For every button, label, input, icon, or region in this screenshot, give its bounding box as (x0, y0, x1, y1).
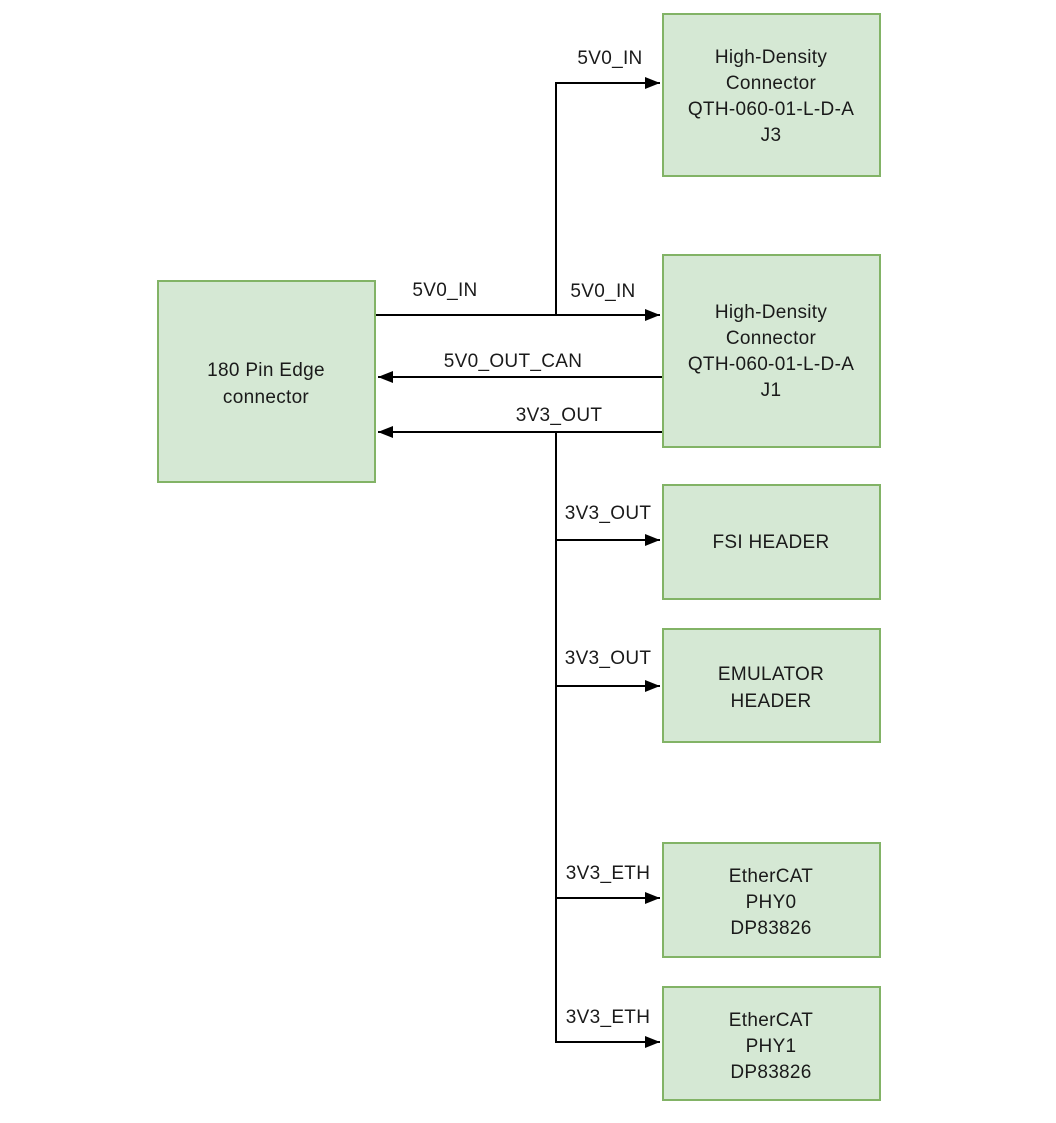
node-j1: High-Density Connector QTH-060-01-L-D-A … (662, 254, 881, 448)
node-j3-label-line3: QTH-060-01-L-D-A (688, 99, 854, 120)
node-j1-label-line1: High-Density (715, 302, 828, 323)
node-ethercat-phy0-label-line3: DP83826 (730, 918, 811, 939)
node-ethercat-phy0-label-line1: EtherCAT (729, 866, 813, 887)
node-emulator-header-label-line2: HEADER (731, 691, 812, 712)
node-ethercat-phy1-box (662, 986, 881, 1101)
node-j3-label-line2: Connector (726, 73, 817, 94)
node-ethercat-phy1-label-line3: DP83826 (730, 1062, 811, 1083)
node-fsi-header-box (662, 484, 881, 600)
node-ethercat-phy1: EtherCAT PHY1 DP83826 (662, 986, 881, 1101)
node-j3-box (662, 13, 881, 177)
edge-label-5v0-in-main: 5V0_IN (412, 280, 477, 301)
edge-5v0-in-to-j3-line (555, 77, 660, 316)
node-fsi-header: FSI HEADER (662, 484, 881, 600)
edge-label-3v3-out: 3V3_OUT (516, 405, 603, 426)
node-j1-label-line3: QTH-060-01-L-D-A (688, 354, 854, 375)
node-fsi-header-label: FSI HEADER (712, 532, 829, 553)
node-edge-connector-label-line2: connector (223, 387, 310, 408)
edge-label-5v0-in-j3: 5V0_IN (577, 48, 642, 69)
node-ethercat-phy0-box (662, 842, 881, 958)
node-ethercat-phy1-label-line1: EtherCAT (729, 1010, 813, 1031)
edge-label-3v3-phy1: 3V3_ETH (566, 1007, 650, 1028)
edge-label-5v0-out-can: 5V0_OUT_CAN (444, 351, 582, 372)
edge-label-5v0-in-j1: 5V0_IN (570, 281, 635, 302)
node-emulator-header-label-line1: EMULATOR (718, 664, 824, 685)
node-edge-connector-box (157, 280, 376, 483)
node-j3-label-line4: J3 (761, 125, 782, 146)
node-ethercat-phy1-label-line2: PHY1 (746, 1036, 797, 1057)
node-j1-box (662, 254, 881, 448)
node-j3: High-Density Connector QTH-060-01-L-D-A … (662, 13, 881, 177)
node-ethercat-phy0: EtherCAT PHY0 DP83826 (662, 842, 881, 958)
node-emulator-header: EMULATOR HEADER (662, 628, 881, 743)
node-j1-label-line4: J1 (761, 380, 782, 401)
edge-label-3v3-phy0: 3V3_ETH (566, 863, 650, 884)
edge-label-3v3-emulator: 3V3_OUT (565, 648, 652, 669)
node-j1-label-line2: Connector (726, 328, 817, 349)
node-j3-label-line1: High-Density (715, 47, 828, 68)
node-emulator-header-box (662, 628, 881, 743)
node-edge-connector: 180 Pin Edge connector (157, 280, 376, 483)
node-ethercat-phy0-label-line2: PHY0 (746, 892, 797, 913)
edge-label-3v3-fsi: 3V3_OUT (565, 503, 652, 524)
node-edge-connector-label-line1: 180 Pin Edge (207, 360, 325, 381)
